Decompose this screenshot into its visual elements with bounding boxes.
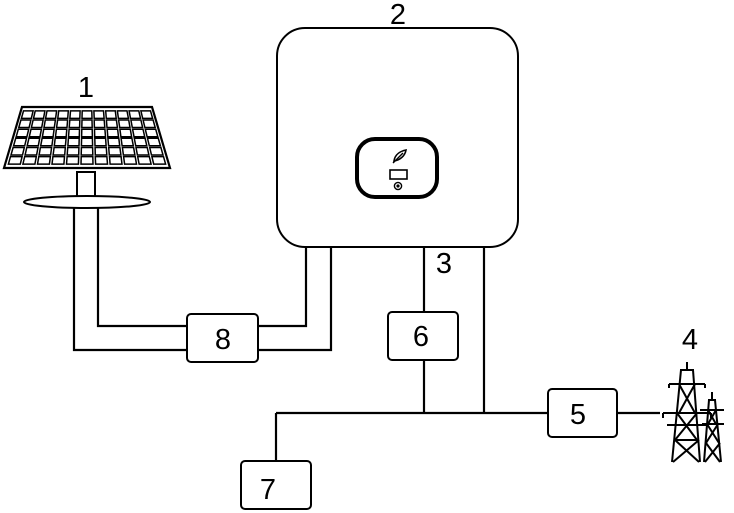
solar-cell: [81, 119, 93, 129]
solar-cell: [133, 137, 148, 147]
solar-cell: [32, 110, 46, 120]
solar-cell: [136, 155, 153, 165]
label-inverter: 2: [390, 0, 406, 31]
solar-cell: [66, 146, 80, 156]
solar-cell: [108, 155, 123, 165]
solar-cell: [81, 110, 93, 120]
leaf-icon: [392, 148, 407, 164]
solar-cell: [54, 128, 68, 138]
solar-cell: [94, 137, 107, 147]
solar-cell: [128, 110, 142, 120]
solar-cell: [94, 146, 108, 156]
wire-inverter-inner: [258, 247, 308, 328]
solar-cell: [142, 119, 157, 129]
solar-cell: [131, 128, 146, 138]
solar-cell: [21, 155, 38, 165]
label-box-7: 7: [260, 474, 276, 506]
labels: 1 2 3 4 8 6 5 7: [78, 0, 698, 506]
solar-cell: [67, 137, 80, 147]
solar-panel-icon: [2, 105, 172, 209]
solar-cell: [38, 146, 53, 156]
solar-cell: [148, 146, 164, 156]
solar-cell: [93, 119, 106, 129]
solar-cell: [80, 137, 94, 147]
solar-cell: [65, 155, 80, 165]
display-icon: [389, 169, 408, 180]
solar-cell: [104, 110, 118, 120]
solar-cell: [36, 155, 52, 165]
label-box-8: 8: [215, 324, 231, 356]
solar-cell: [93, 128, 107, 138]
solar-cell: [43, 119, 57, 129]
solar-cell: [26, 137, 41, 147]
solar-cell: [105, 119, 119, 129]
solar-cell: [12, 137, 28, 147]
solar-cell: [107, 146, 122, 156]
solar-cell: [68, 119, 81, 129]
solar-cell: [24, 146, 39, 156]
solar-cell: [94, 155, 109, 165]
solar-cell: [15, 128, 30, 138]
solar-cell: [80, 128, 94, 138]
solar-cell: [121, 146, 136, 156]
wire-inverter-outer: [258, 247, 333, 352]
inverter: [276, 27, 519, 248]
solar-cell: [44, 110, 58, 120]
box-5: [547, 388, 618, 438]
label-inverter-output: 3: [436, 248, 452, 280]
box-7: [240, 460, 312, 510]
solar-panel-cells: [2, 105, 172, 170]
solar-cell: [116, 110, 130, 120]
solar-cell: [55, 119, 69, 129]
solar-cell: [144, 128, 159, 138]
solar-cell: [67, 128, 81, 138]
solar-cell: [117, 119, 131, 129]
solar-cell: [120, 137, 135, 147]
solar-cell: [53, 137, 67, 147]
solar-cell: [51, 155, 66, 165]
solar-cell: [56, 110, 70, 120]
solar-cell: [10, 146, 26, 156]
transmission-tower-icon: [662, 362, 724, 463]
solar-cell: [122, 155, 138, 165]
solar-cell: [93, 110, 105, 120]
solar-cell: [30, 119, 45, 129]
label-grid-tower: 4: [682, 324, 698, 356]
label-box-5: 5: [570, 399, 586, 431]
wiring: [72, 202, 660, 461]
solar-cell: [107, 137, 121, 147]
solar-cell: [150, 155, 167, 165]
solar-cell: [20, 110, 35, 120]
solar-cell: [17, 119, 32, 129]
button-icon: [393, 181, 403, 191]
solar-cell: [135, 146, 150, 156]
wire-panel-inner: [96, 202, 187, 328]
solar-cell: [119, 128, 133, 138]
box-6: [387, 311, 459, 361]
solar-cell: [80, 146, 94, 156]
solar-cell: [52, 146, 67, 156]
label-solar-panel: 1: [78, 72, 94, 104]
solar-cell: [106, 128, 120, 138]
box-8: [186, 313, 259, 363]
solar-cell: [39, 137, 54, 147]
solar-cell: [139, 110, 154, 120]
solar-cell: [7, 155, 24, 165]
solar-cell: [28, 128, 43, 138]
solar-cell: [41, 128, 55, 138]
solar-cell: [80, 155, 94, 165]
label-box-6: 6: [413, 321, 429, 353]
solar-cell: [69, 110, 81, 120]
wire-panel-outer: [72, 202, 187, 352]
solar-cell: [129, 119, 144, 129]
solar-cell: [146, 137, 162, 147]
